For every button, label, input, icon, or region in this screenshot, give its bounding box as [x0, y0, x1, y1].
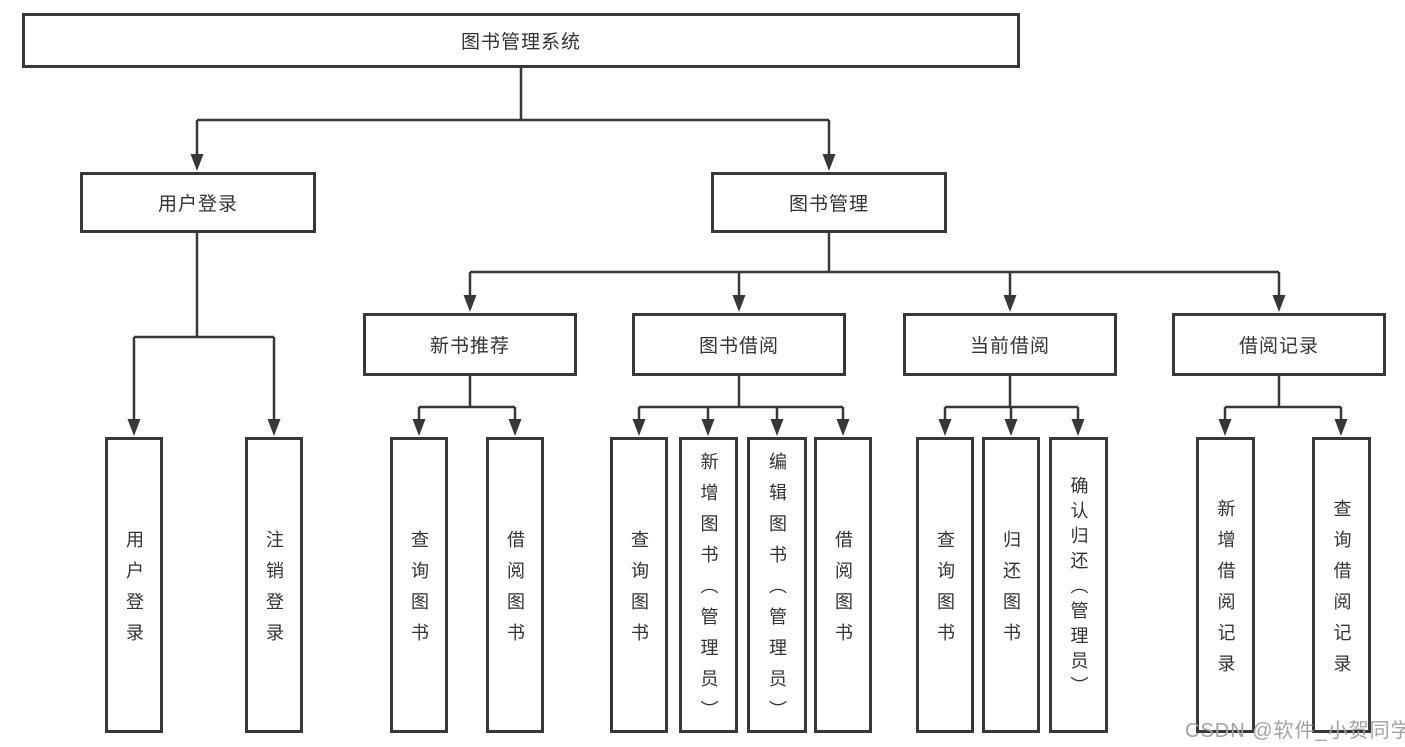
- leaf-return-books-label: 归还图书: [1001, 529, 1021, 654]
- node-root-label: 图书管理系统: [460, 32, 581, 53]
- leaf-edit-books-admin: 编辑图书（管理员）: [747, 437, 807, 733]
- leaf-add-borrow-record: 新增借阅记录: [1196, 437, 1255, 733]
- leaf-borrow-books-2-label: 借阅图书: [833, 529, 853, 654]
- leaf-borrow-books-2: 借阅图书: [814, 437, 872, 733]
- leaf-logout: 注销登录: [245, 437, 303, 733]
- node-borrow-records-label: 借阅记录: [1238, 336, 1319, 357]
- leaf-user-login-label: 用户登录: [124, 529, 144, 654]
- csdn-watermark: CSDN @软件_小贺同学: [1185, 720, 1405, 742]
- leaf-add-books-admin: 新增图书（管理员）: [679, 437, 738, 733]
- leaf-return-books: 归还图书: [982, 437, 1040, 733]
- node-new-book-recommend-label: 新书推荐: [429, 336, 510, 357]
- node-borrow-records: 借阅记录: [1172, 313, 1386, 376]
- leaf-query-books-3: 查询图书: [916, 437, 974, 733]
- leaf-borrow-books-1-label: 借阅图书: [505, 529, 525, 654]
- node-book-borrow: 图书借阅: [632, 313, 846, 376]
- leaf-query-borrow-record-label: 查询借阅记录: [1331, 498, 1352, 685]
- leaf-add-books-admin-label: 新增图书（管理员）: [698, 452, 719, 731]
- leaf-user-login: 用户登录: [105, 437, 163, 733]
- node-book-management: 图书管理: [711, 172, 947, 233]
- leaf-confirm-return-admin: 确认归还（管理员）: [1049, 437, 1108, 733]
- leaf-logout-label: 注销登录: [264, 529, 284, 654]
- node-current-borrow: 当前借阅: [903, 313, 1117, 376]
- node-new-book-recommend: 新书推荐: [363, 313, 577, 376]
- node-book-borrow-label: 图书借阅: [698, 336, 779, 357]
- node-book-management-label: 图书管理: [788, 194, 869, 215]
- node-current-borrow-label: 当前借阅: [969, 336, 1050, 357]
- leaf-query-borrow-record: 查询借阅记录: [1312, 437, 1371, 733]
- leaf-query-books-1-label: 查询图书: [409, 529, 429, 654]
- leaf-borrow-books-1: 借阅图书: [486, 437, 544, 733]
- leaf-query-books-2: 查询图书: [610, 437, 668, 733]
- node-root: 图书管理系统: [22, 13, 1020, 68]
- leaf-query-books-2-label: 查询图书: [629, 529, 649, 654]
- leaf-add-borrow-record-label: 新增借阅记录: [1215, 498, 1236, 685]
- node-user-login: 用户登录: [80, 172, 316, 233]
- node-user-login-label: 用户登录: [157, 194, 238, 215]
- leaf-edit-books-admin-label: 编辑图书（管理员）: [767, 452, 787, 731]
- leaf-confirm-return-admin-label: 确认归还（管理员）: [1068, 476, 1089, 701]
- leaf-query-books-1: 查询图书: [390, 437, 448, 733]
- leaf-query-books-3-label: 查询图书: [935, 529, 955, 654]
